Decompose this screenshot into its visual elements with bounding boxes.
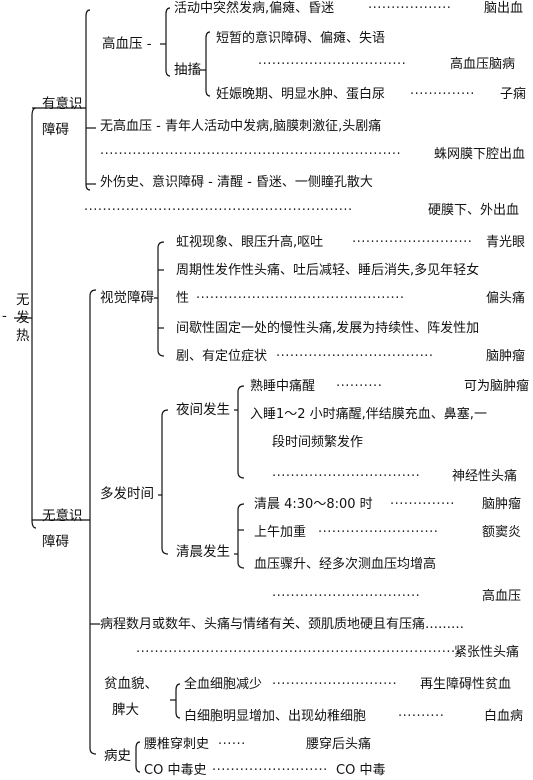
migraine-text-line2: 性	[176, 291, 190, 306]
sudden-onset-text: 活动中突然发病,偏瘫、昏迷	[174, 1, 335, 16]
convulsion-label: 抽搐	[174, 62, 201, 78]
morning-onset-label: 清晨发生	[176, 544, 230, 560]
tumor-visual-result: 脑肿瘤	[486, 349, 526, 364]
glaucoma-dots: ··························	[352, 235, 473, 250]
hypertension-label: 高血压 -	[102, 36, 152, 52]
trauma-result: 硬膜下、外出血	[428, 203, 520, 218]
early-morning-dots: ··············	[390, 497, 455, 512]
night-onset-label: 夜间发生	[176, 402, 230, 418]
brief-disorder-dots: ································	[258, 57, 407, 72]
anemia-label-line1: 贫血貌、	[104, 676, 158, 692]
tension-dots: ········································…	[136, 645, 465, 660]
tumor-visual-text-line1: 间歇性固定一处的慢性头痛,发展为持续性、阵发性加	[176, 321, 480, 336]
leukocytosis-text: 白细胞明显增加、出现幼稚细胞	[184, 709, 367, 724]
tension-text: 病程数月或数年、头痛与情绪有关、颈肌质地硬且有压痛………	[100, 617, 465, 632]
pancytopenia-result: 再生障碍性贫血	[420, 677, 512, 692]
co-history-result: CO 中毒	[336, 763, 386, 778]
glaucoma-result: 青光眼	[486, 235, 526, 250]
no-hypertension-text: 无高血压 - 青年人活动中发病,脑膜刺激征,头剧痛	[100, 119, 382, 134]
root-label-char-1: 无	[16, 292, 30, 308]
sudden-onset-result: 脑出血	[484, 1, 524, 16]
lumbar-puncture-dots: ······	[218, 737, 246, 752]
trauma-dots: ········································…	[84, 203, 353, 218]
migraine-text-line1: 周期性发作性头痛、吐后减轻、睡后消失,多见年轻女	[176, 263, 480, 278]
co-history-text: CO 中毒史	[144, 763, 207, 778]
pancytopenia-text: 全血细胞减少	[184, 677, 263, 692]
no-hypertension-dots: ········································…	[100, 147, 402, 162]
deep-sleep-dots: ··········	[336, 379, 383, 394]
cluster-dots: ································	[272, 469, 421, 484]
blood-pressure-result: 高血压	[482, 589, 522, 604]
leukocytosis-result: 白血病	[484, 709, 524, 724]
deep-sleep-result: 可为脑肿瘤	[464, 379, 530, 394]
root-label-char-3: 热	[16, 328, 30, 344]
pregnancy-text: 妊娠晚期、明显水肿、蛋白尿	[216, 87, 386, 102]
leukocytosis-dots: ··········	[398, 709, 445, 724]
brief-disorder-text: 短暂的意识障碍、偏瘫、失语	[216, 31, 386, 46]
tension-result: 紧张性头痛	[454, 645, 520, 660]
conscious-label-line1: 有意识	[42, 96, 83, 112]
trauma-text: 外伤史、意识障碍 - 清醒 - 昏迷、一侧瞳孔散大	[100, 175, 373, 190]
forenoon-result: 额窦炎	[482, 525, 522, 540]
history-label: 病史	[104, 748, 131, 764]
blood-pressure-text: 血压骤升、经多次测血压均增高	[254, 557, 437, 572]
pregnancy-dots: ··············	[410, 87, 475, 102]
brief-disorder-result: 高血压脑病	[450, 57, 516, 72]
deep-sleep-text: 熟睡中痛醒	[250, 379, 316, 394]
tumor-visual-dots: ··································	[276, 349, 434, 364]
co-history-dots: ·························	[212, 763, 328, 778]
anemia-label-line2: 脾大	[112, 702, 139, 718]
root-dash: -	[2, 308, 7, 324]
unconscious-label-line2: 障碍	[42, 534, 69, 550]
root-label-char-2: 发	[16, 310, 30, 326]
migraine-dots: ········································…	[196, 291, 405, 306]
no-hypertension-result: 蛛网膜下腔出血	[434, 147, 526, 162]
glaucoma-text: 虹视现象、眼压升高,呕吐	[176, 235, 324, 250]
cluster-text-line2: 段时间频繁发作	[272, 435, 364, 450]
early-morning-result: 脑肿瘤	[482, 497, 522, 512]
cluster-result: 神经性头痛	[452, 469, 518, 484]
early-morning-text: 清晨 4:30～8:00 时	[254, 497, 373, 512]
tumor-visual-text-line2: 剧、有定位症状	[176, 349, 268, 364]
conscious-label-line2: 障碍	[42, 122, 69, 138]
lumbar-puncture-text: 腰椎穿刺史	[144, 737, 210, 752]
onset-time-label: 多发时间	[100, 486, 154, 502]
migraine-result: 偏头痛	[486, 291, 526, 306]
sudden-onset-dots: ··················	[368, 1, 452, 16]
forenoon-dots: ··························	[318, 525, 439, 540]
blood-pressure-dots: ································	[272, 589, 421, 604]
cluster-text-line1: 入睡1～2 小时痛醒,伴结膜充血、鼻塞,一	[250, 407, 487, 422]
lumbar-puncture-result: 腰穿后头痛	[306, 737, 372, 752]
forenoon-text: 上午加重	[254, 525, 307, 540]
visual-disturbance-label: 视觉障碍	[100, 290, 154, 306]
pregnancy-result: 子痫	[500, 87, 527, 102]
unconscious-label-line1: 无意识	[42, 508, 83, 524]
pancytopenia-dots: ···························	[272, 677, 398, 692]
